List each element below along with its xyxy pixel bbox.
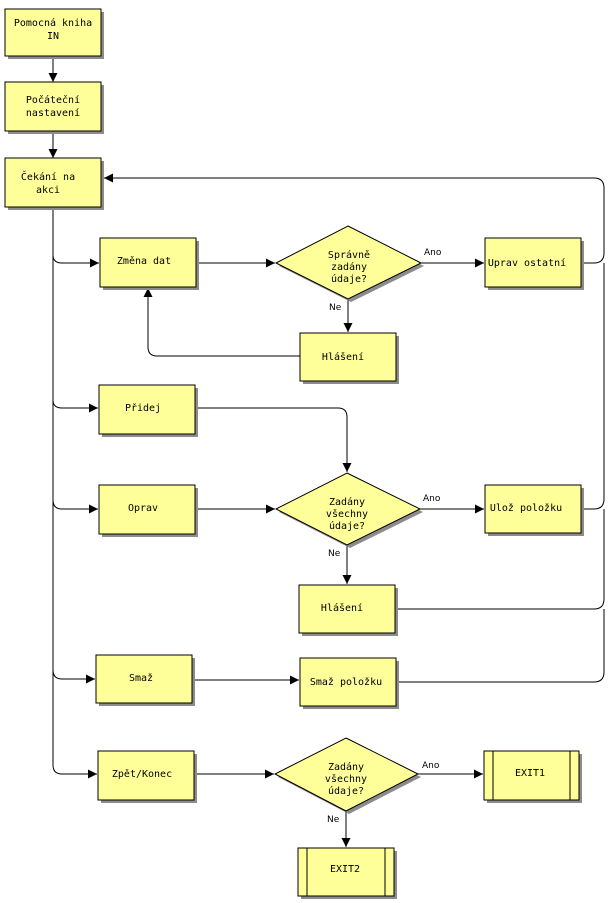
edge-hlaseni2-return [395, 509, 605, 610]
edge-wait-to-oprav [52, 499, 98, 514]
edge-labels: Ano Ne Ano Ne Ano Ne [327, 248, 442, 825]
node-zpet-konec: Zpět/Konec [97, 750, 197, 803]
node-text: Ulož položku [490, 502, 562, 514]
node-uprav-ostatni: Uprav ostatní [484, 237, 584, 290]
node-text: Hlášení [321, 602, 363, 614]
node-smaz: Smaž [95, 654, 195, 706]
node-exit2: EXIT2 [297, 847, 397, 899]
edges [48, 56, 605, 847]
node-text: Oprav [128, 503, 158, 514]
node-oprav: Oprav [98, 484, 198, 537]
node-text: Smaž položku [310, 676, 382, 688]
node-uloz-polozku: Ulož položku [484, 484, 584, 536]
node-text: Změna dat [117, 255, 171, 267]
edge-wait-to-pridej [52, 399, 98, 413]
node-hlaseni-1: Hlášení [299, 332, 399, 384]
node-text: Zpět/Konec [112, 768, 172, 780]
node-zmena-dat: Změna dat [99, 237, 199, 290]
label-yes-1: Ano [424, 248, 442, 258]
node-text: Hlášení [322, 351, 364, 363]
node-hlaseni-2: Hlášení [298, 584, 398, 636]
node-pridej: Přidej [98, 384, 198, 437]
node-exit1: EXIT1 [483, 750, 582, 803]
label-no-1: Ne [329, 303, 342, 313]
node-text: Smaž [129, 672, 153, 684]
node-text: EXIT1 [515, 768, 545, 779]
edge-uloz-return [582, 263, 605, 510]
node-text: Přidej [125, 402, 161, 414]
edge-wait-to-smaz [52, 669, 95, 684]
edge-hlaseni1-to-zmena [143, 288, 300, 357]
edge-wait-trunk [52, 207, 97, 779]
edge-return-to-wait [104, 173, 605, 264]
label-no-2: Ne [328, 549, 341, 559]
node-text: Uprav ostatní [488, 257, 566, 269]
node-smaz-polozku: Smaž položku [299, 657, 399, 709]
node-text: EXIT2 [330, 864, 360, 875]
label-yes-3: Ano [422, 761, 440, 771]
edge-pridej-to-decision2 [195, 407, 352, 472]
edge-wait-to-zmena [52, 254, 99, 268]
edge-smaz-polozku-return [397, 609, 605, 683]
label-no-3: Ne [327, 815, 340, 825]
label-yes-2: Ano [423, 494, 441, 504]
